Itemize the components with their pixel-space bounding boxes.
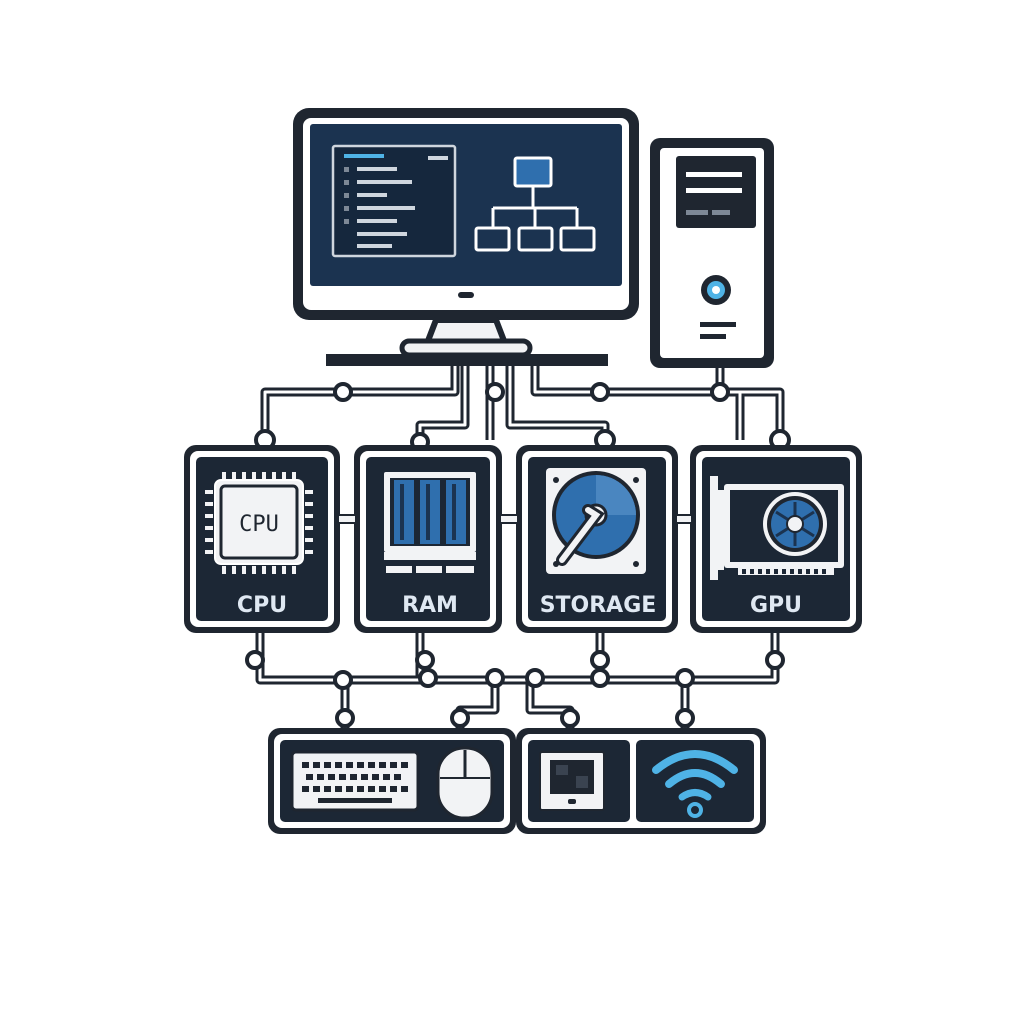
cpu-chip-label: CPU: [239, 512, 279, 537]
keyboard-icon: [290, 750, 420, 812]
hierarchy-graphic: [474, 156, 596, 252]
gpu-module: GPU: [690, 445, 862, 633]
gpu-label: GPU: [750, 593, 802, 618]
module-links: [337, 514, 693, 524]
ram-module: RAM: [354, 445, 502, 633]
code-window: [331, 144, 457, 258]
storage-label: STORAGE: [540, 593, 657, 618]
cpu-label: CPU: [237, 593, 287, 618]
graphics-card-icon: [710, 476, 844, 580]
hard-drive-icon: [546, 468, 646, 574]
tower-pc-icon: [650, 138, 774, 368]
storage-module: STORAGE: [516, 445, 678, 633]
ram-label: RAM: [402, 593, 458, 618]
monitor-icon: [293, 108, 639, 366]
display-icon: [539, 751, 605, 811]
ram-icon: [384, 472, 476, 573]
connector-nodes: [245, 382, 791, 728]
output-devices-panel: [516, 728, 766, 834]
mouse-icon: [436, 746, 494, 820]
wifi-icon: [652, 750, 738, 818]
cpu-module: CPU CPU: [184, 445, 340, 633]
cpu-chip-icon: CPU: [205, 472, 313, 574]
input-devices-panel: [268, 728, 516, 834]
